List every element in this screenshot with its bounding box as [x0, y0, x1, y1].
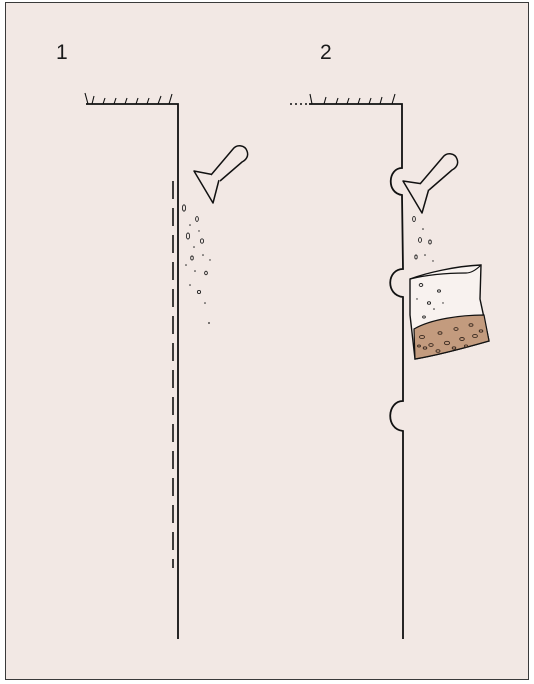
sample-bag-soil-grains [417, 323, 484, 353]
panel-2-trench-wall [309, 103, 404, 639]
panel-2-ground-dots [290, 103, 307, 105]
illustration-frame: 1 2 [5, 2, 529, 680]
panel-1-label: 1 [56, 41, 68, 64]
panel-2-profile [290, 93, 490, 639]
panel-1-debris [181, 204, 208, 295]
panel-2-trowel-icon [402, 153, 459, 214]
panel-1-profile [84, 92, 249, 639]
panel-1-dust [185, 224, 211, 324]
sample-bag-icon [409, 264, 490, 360]
panel-2-label: 2 [320, 41, 332, 64]
panel-1-trowel-icon [193, 145, 249, 204]
panel-2-dust [422, 228, 434, 262]
sample-bag-falling-grains [418, 283, 441, 319]
panel-1-grass-ticks [84, 92, 173, 105]
panel-2-debris [412, 215, 432, 260]
panel-1-trench-wall [86, 103, 179, 639]
panel-2-grass-ticks [309, 93, 396, 105]
sampling-diagram [84, 92, 490, 639]
